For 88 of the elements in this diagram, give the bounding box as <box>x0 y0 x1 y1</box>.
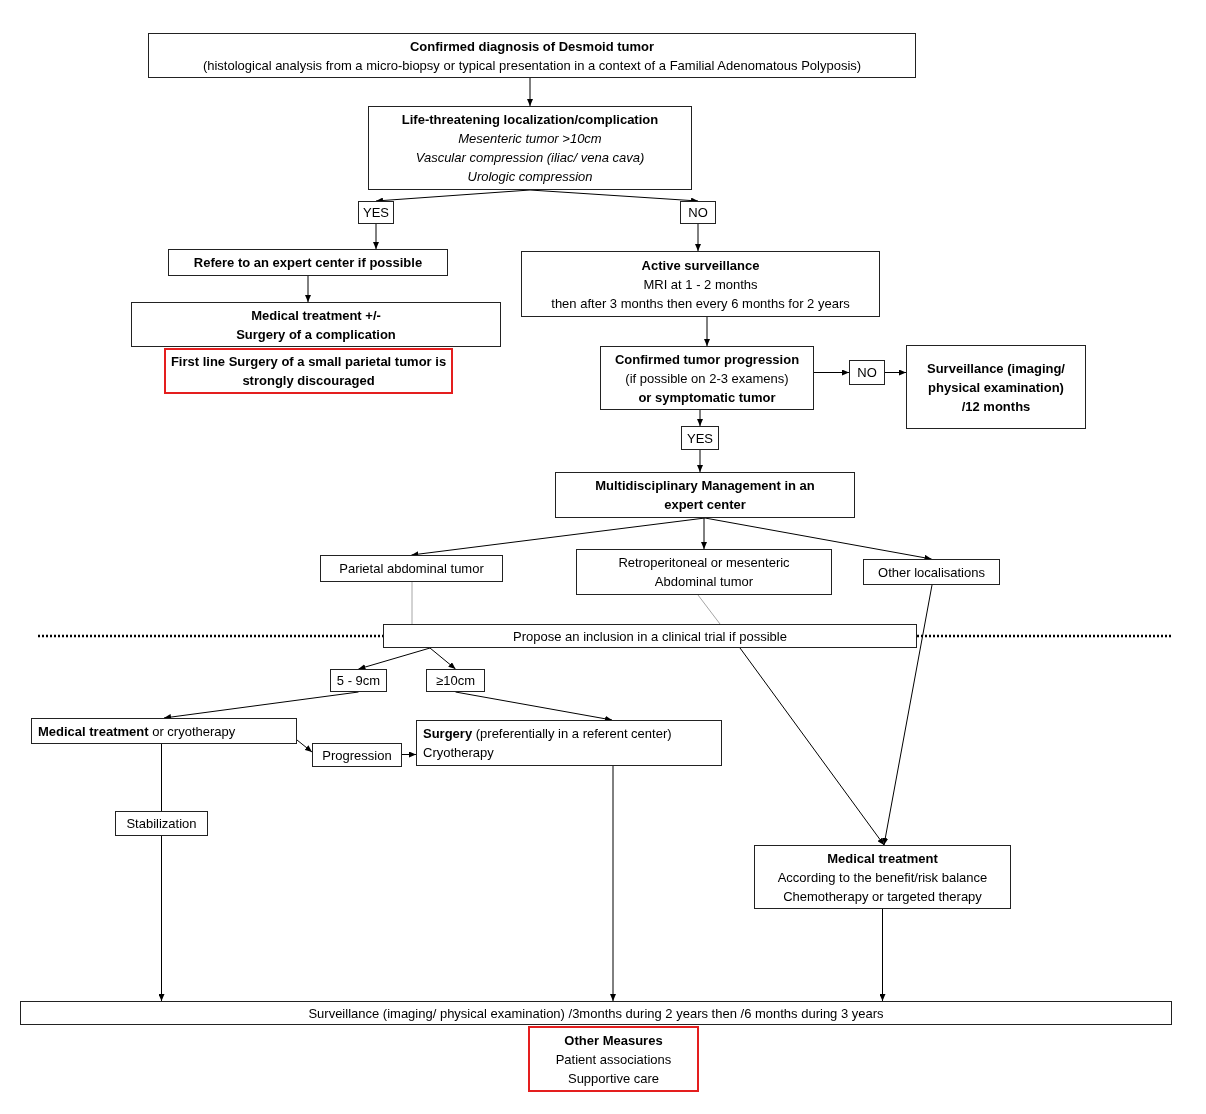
connector-line <box>161 743 162 812</box>
box-text: (if possible on 2-3 examens) <box>625 369 789 388</box>
category-box <box>576 549 832 595</box>
process-box <box>416 720 722 766</box>
diagnosis-box <box>148 33 916 78</box>
box-text: Stabilization <box>126 815 197 833</box>
arrow <box>373 223 379 250</box>
note-box <box>528 1026 699 1092</box>
arrow <box>701 517 707 550</box>
box-text: Chemotherapy or targeted therapy <box>783 887 982 906</box>
arrow <box>358 647 431 670</box>
box-text: Supportive care <box>567 1069 660 1088</box>
box-text: 5 - 9cm <box>336 672 381 690</box>
box-text: According to the benefit/risk balance <box>777 868 988 887</box>
arrow <box>695 223 701 252</box>
arrow <box>739 647 885 846</box>
box-text: Propose an inclusion in a clinical trial if possible <box>513 627 787 646</box>
box-text: Mesenteric tumor >10cm <box>458 130 602 148</box>
box-text: (histological analysis from a micro-biopsy or typical presentation in a context of a Familial Adenomatous Polyposis) <box>202 56 862 75</box>
box-text: YES <box>687 429 713 448</box>
decision-box <box>600 346 814 410</box>
arrow <box>697 449 703 473</box>
arrow <box>296 739 313 753</box>
process-box <box>906 345 1086 429</box>
process-box <box>20 1001 1172 1025</box>
arrow <box>882 584 933 846</box>
arrow <box>884 369 907 376</box>
arrow <box>455 691 613 722</box>
box-text: Retroperitoneal or mesenteric Abdominal tumor <box>617 554 791 591</box>
box-heading: Surgery (preferentially in a referent center) <box>423 725 672 743</box>
box-text: Surveillance (imaging/ physical examination) /3months during 2 years then /6 months during 3 years <box>308 1004 884 1023</box>
branch-label-box <box>358 201 394 224</box>
box-text: YES <box>363 204 389 222</box>
arrow <box>813 369 850 376</box>
box-heading: Medical treatment <box>827 849 938 868</box>
process-box <box>168 249 448 276</box>
branch-label-box <box>681 426 719 450</box>
box-text: Progression <box>322 746 392 765</box>
branch-label-box <box>680 201 716 224</box>
box-text: NO <box>857 364 877 382</box>
box-heading: Other Measures <box>564 1031 663 1050</box>
arrow <box>429 647 456 670</box>
decision-box <box>368 106 692 190</box>
connector-line <box>697 594 721 625</box>
category-box <box>863 559 1000 585</box>
box-text: ≥10cm <box>436 672 475 690</box>
branch-label-box <box>312 743 402 767</box>
box-text: Cryotherapy <box>423 744 494 762</box>
category-box <box>320 555 503 582</box>
box-text: First line Surgery of a small parietal tumor is strongly discouraged <box>169 353 448 390</box>
arrow <box>704 316 710 347</box>
arrow <box>610 765 616 1002</box>
box-text: MRI at 1 - 2 months <box>643 275 758 294</box>
arrow <box>305 275 311 303</box>
box-text: or symptomatic tumor <box>638 388 776 407</box>
box-text: then after 3 months then every 6 months for 2 years <box>551 294 850 313</box>
branch-label-box <box>115 811 208 836</box>
box-heading: Medical treatment +/- <box>251 306 381 325</box>
branch-label-box <box>330 669 387 692</box>
process-box <box>383 624 917 648</box>
box-text: Surveillance (imaging/ physical examination) /12 months <box>927 359 1065 416</box>
arrow <box>158 835 165 1002</box>
box-text: Multidisciplinary Management in an expert center <box>594 477 816 514</box>
box-text: Medical treatment or cryotherapy <box>38 722 236 741</box>
arrow <box>697 409 703 427</box>
process-box <box>521 251 880 317</box>
box-text: NO <box>688 204 708 222</box>
box-heading: Confirmed diagnosis of Desmoid tumor <box>409 37 655 56</box>
box-heading: Life-threatening localization/complication <box>401 111 659 129</box>
branch-label-box <box>849 360 885 385</box>
box-heading: Active surveillance <box>641 256 760 275</box>
box-text: Surgery of a complication <box>236 325 396 344</box>
box-text: Parietal abdominal tumor <box>339 560 484 578</box>
box-heading: Confirmed tumor progression <box>614 350 800 369</box>
box-text: Refere to an expert center if possible <box>193 254 423 272</box>
arrow <box>527 77 533 107</box>
box-text: Urologic compression <box>467 168 593 186</box>
box-text: Vascular compression (iliac/ vena cava) <box>415 149 645 167</box>
process-box <box>754 845 1011 909</box>
box-text: Patient associations <box>555 1050 672 1069</box>
box-text: Other localisations <box>878 563 985 582</box>
process-box <box>31 718 297 744</box>
arrow <box>401 751 417 758</box>
connector-line <box>411 581 413 625</box>
arrow <box>879 908 886 1002</box>
branch-label-box <box>426 669 485 692</box>
process-box <box>555 472 855 518</box>
process-box <box>131 302 501 347</box>
